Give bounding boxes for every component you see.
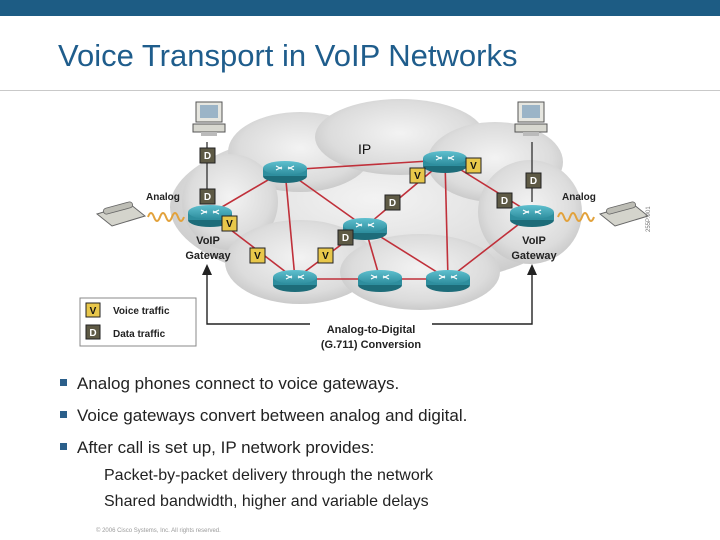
phone-left-icon bbox=[95, 201, 147, 227]
conversion-label-line1: Analog-to-Digital bbox=[327, 324, 416, 336]
svg-text:V: V bbox=[470, 161, 477, 172]
router-gateway-left bbox=[188, 205, 232, 227]
voip-network-diagram: IP bbox=[79, 99, 652, 351]
voice-marker: V bbox=[465, 157, 482, 174]
router-top-left bbox=[263, 161, 307, 183]
data-marker: D bbox=[496, 192, 513, 209]
arrow-up-left bbox=[202, 264, 212, 275]
bullet-item: Analog phones connect to voice gateways. bbox=[60, 374, 399, 394]
router-center bbox=[343, 218, 387, 240]
router-top-right bbox=[423, 151, 467, 173]
cloud-label: IP bbox=[358, 141, 371, 157]
svg-text:D: D bbox=[342, 233, 349, 244]
analog-wave-left bbox=[147, 212, 185, 222]
svg-text:V: V bbox=[322, 251, 329, 262]
data-marker: D bbox=[384, 194, 401, 211]
svg-text:D: D bbox=[530, 176, 537, 187]
arrow-up-right bbox=[527, 264, 537, 275]
gateway-left-label-line1: VoIP bbox=[196, 235, 220, 247]
title-divider bbox=[0, 90, 720, 91]
voice-marker: V bbox=[221, 215, 238, 232]
analog-wave-right bbox=[557, 212, 595, 222]
data-marker: D bbox=[337, 229, 354, 246]
legend-voice-label: Voice traffic bbox=[113, 306, 170, 317]
bullet-item: Voice gateways convert between analog an… bbox=[60, 406, 467, 426]
voice-marker: V bbox=[409, 167, 426, 184]
slide-title: Voice Transport in VoIP Networks bbox=[58, 38, 518, 73]
bullet-square-icon bbox=[60, 443, 67, 451]
svg-text:V: V bbox=[254, 251, 261, 262]
svg-text:D: D bbox=[204, 151, 211, 162]
svg-text:V: V bbox=[90, 306, 97, 317]
legend-data-label: Data traffic bbox=[113, 329, 166, 340]
svg-text:V: V bbox=[414, 171, 421, 182]
svg-text:V: V bbox=[226, 219, 233, 230]
voice-marker: V bbox=[249, 247, 266, 264]
legend: V Voice traffic D Data traffic bbox=[79, 297, 197, 347]
data-marker: D bbox=[199, 147, 216, 164]
analog-label-right: Analog bbox=[562, 192, 596, 203]
copyright-text: © 2006 Cisco Systems, Inc. All rights re… bbox=[96, 528, 221, 534]
sub-bullet-item: Shared bandwidth, higher and variable de… bbox=[104, 493, 429, 510]
router-gateway-right bbox=[510, 205, 554, 227]
bullet-square-icon bbox=[60, 411, 67, 419]
bullet-square-icon bbox=[60, 379, 67, 387]
router-bottom-left bbox=[273, 270, 317, 292]
gateway-right-label-line2: Gateway bbox=[511, 250, 557, 262]
gateway-left-label-line2: Gateway bbox=[185, 250, 231, 262]
bullet-item: After call is set up, IP network provide… bbox=[60, 438, 374, 458]
conversion-bracket bbox=[206, 272, 533, 325]
data-marker: D bbox=[199, 188, 216, 205]
sub-bullet-item: Packet-by-packet delivery through the ne… bbox=[104, 467, 434, 484]
svg-text:D: D bbox=[389, 198, 396, 209]
svg-text:D: D bbox=[501, 196, 508, 207]
gateway-right-label-line1: VoIP bbox=[522, 235, 546, 247]
pc-right-icon bbox=[514, 101, 548, 136]
analog-label-left: Analog bbox=[146, 192, 180, 203]
phone-right-icon bbox=[598, 201, 650, 227]
svg-text:D: D bbox=[89, 328, 96, 339]
data-marker: D bbox=[525, 172, 542, 189]
conversion-label-line2: (G.711) Conversion bbox=[321, 339, 422, 351]
svg-text:D: D bbox=[204, 192, 211, 203]
top-bar bbox=[0, 0, 720, 16]
router-bottom-center bbox=[358, 270, 402, 292]
pc-left-icon bbox=[192, 101, 226, 136]
router-bottom-right bbox=[426, 270, 470, 292]
figure-id: 255P:901 bbox=[646, 206, 652, 232]
voice-marker: V bbox=[317, 247, 334, 264]
